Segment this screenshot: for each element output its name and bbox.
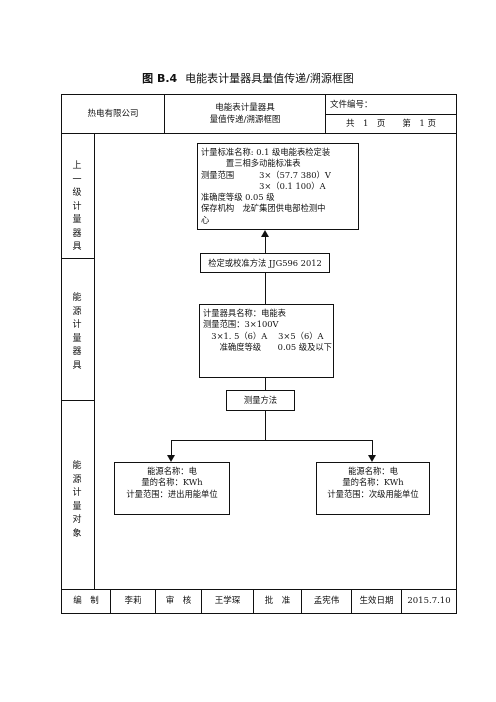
- arrow-up-icon: [261, 230, 269, 237]
- meter-line-1: 计量器具名称：电能表: [203, 308, 286, 318]
- connector-method-to-meter: [265, 273, 266, 304]
- compile-label: 编 制: [73, 596, 99, 606]
- footer-top: [61, 589, 457, 590]
- meter-line-4: 准确度等级 0.05 级及以下: [203, 341, 332, 352]
- standard-line-5: 准确度等级 0.05 级: [201, 192, 275, 203]
- measurement-method-text: 测量方法: [243, 395, 278, 405]
- connector-branch-stem: [265, 411, 266, 440]
- footer-div-6: [351, 589, 352, 614]
- header-right-mid: [325, 114, 457, 115]
- arrow-down-left-icon: [167, 455, 175, 462]
- standard-line-7: 心: [201, 214, 210, 225]
- company-name: 热电有限公司: [87, 109, 139, 119]
- meter-line-3: 3×1. 5（6）A 3×5（6）A: [203, 330, 324, 341]
- header-div-1: [164, 94, 165, 134]
- connector-meter-to-method: [265, 378, 266, 390]
- measurement-method-box: 测量方法: [226, 390, 295, 411]
- standard-line-2: 置三相多动能标准表: [201, 158, 301, 169]
- footer-div-3: [201, 589, 202, 614]
- connector-branch-left: [171, 440, 172, 458]
- section-label-upper: 上一级计量器具: [72, 161, 82, 252]
- calibration-method-text: 检定或校准方法 JJG596 2012: [208, 258, 322, 268]
- energy-object-box-right: 能源名称：电 量的名称：KWh 计量范围：次级用能单位: [316, 462, 430, 515]
- review-label: 审 核: [165, 596, 192, 606]
- connector-branch-right: [372, 440, 373, 458]
- figure-title: 电能表计量器具量值传递/溯源框图: [185, 72, 354, 85]
- left-column-divider: [94, 133, 95, 589]
- doc-title-line2: 量值传递/溯源框图: [209, 115, 281, 125]
- figure-caption: 图 B.4 电能表计量器具量值传递/溯源框图: [0, 70, 496, 86]
- approve-name: 孟宪伟: [313, 596, 340, 606]
- standard-line-3: 测量范围 3×（57.7 380）V: [201, 169, 331, 180]
- meter-line-2: 测量范围：3×100V: [203, 319, 279, 330]
- effective-date: 2015.7.10: [407, 596, 451, 606]
- footer-div-5: [301, 589, 302, 614]
- compile-name: 李莉: [124, 596, 142, 606]
- doc-title-line1: 电能表计量器具: [215, 103, 275, 113]
- page-info: 共 1 页 第 1 页: [345, 119, 437, 129]
- frame-left: [61, 94, 62, 614]
- object-right-line-3: 计量范围：次级用能单位: [327, 488, 419, 499]
- section-div-1: [61, 258, 95, 259]
- object-left-line-2: 量的名称：KWh: [141, 477, 203, 488]
- review-name: 王学琛: [214, 596, 241, 606]
- section-label-energy-meter: 能源计量器具: [72, 293, 82, 371]
- arrow-down-right-icon: [368, 455, 376, 462]
- frame-bottom: [61, 613, 457, 614]
- connector-method-to-standard: [265, 236, 266, 253]
- frame-right: [456, 94, 457, 614]
- effective-date-label: 生效日期: [359, 596, 394, 606]
- doc-number-label: 文件编号：: [330, 100, 373, 110]
- object-left-line-1: 能源名称：电: [147, 466, 197, 476]
- calibration-method-box: 检定或校准方法 JJG596 2012: [200, 253, 330, 273]
- figure-number: 图 B.4: [142, 72, 178, 85]
- approve-label: 批 准: [264, 596, 291, 606]
- standard-line-6: 保存机构 龙矿集团供电部检测中: [201, 203, 326, 214]
- section-label-energy-object: 能源计量对象: [72, 461, 82, 539]
- object-right-line-2: 量的名称：KWh: [342, 477, 404, 488]
- object-right-line-1: 能源名称：电: [348, 466, 398, 476]
- measuring-instrument-box: 计量器具名称：电能表 测量范围：3×100V 3×1. 5（6）A 3×5（6）…: [199, 304, 334, 378]
- standard-line-1: 计量标准名称: 0.1 级电能表检定装: [201, 147, 331, 157]
- footer-div-7: [401, 589, 402, 614]
- header-bottom: [61, 133, 457, 134]
- standard-line-4: 3×（0.1 100）A: [201, 180, 326, 191]
- measurement-standard-box: 计量标准名称: 0.1 级电能表检定装 置三相多动能标准表 测量范围 3×（57…: [197, 143, 359, 230]
- section-div-2: [61, 400, 95, 401]
- frame-top: [61, 94, 457, 95]
- footer-div-4: [253, 589, 254, 614]
- footer-div-2: [155, 589, 156, 614]
- object-left-line-3: 计量范围：进出用能单位: [126, 488, 218, 499]
- footer-div-1: [110, 589, 111, 614]
- energy-object-box-left: 能源名称：电 量的名称：KWh 计量范围：进出用能单位: [114, 462, 230, 515]
- connector-branch-horizontal: [171, 440, 373, 441]
